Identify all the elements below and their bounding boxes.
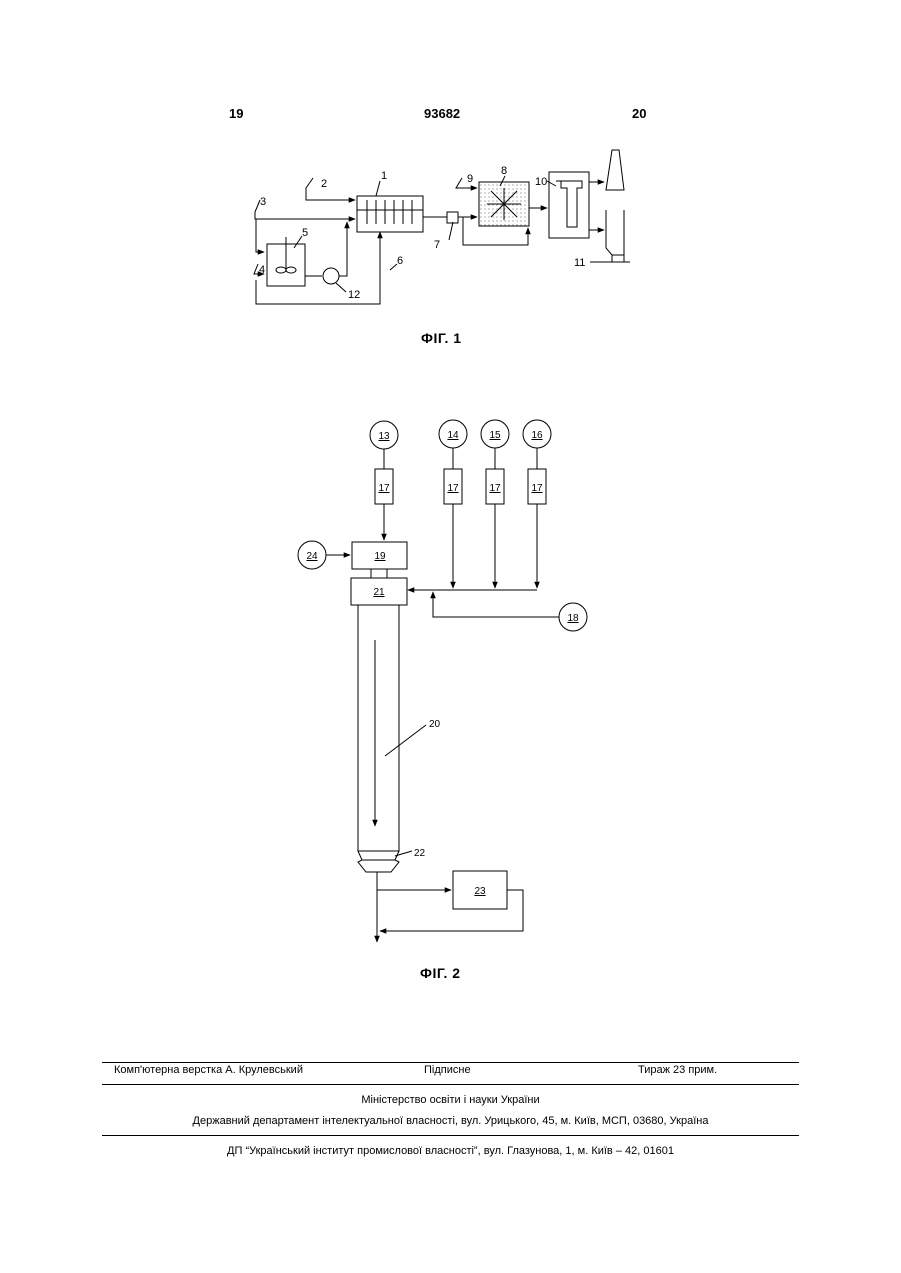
label-24: 24 [306, 551, 318, 562]
label-19: 19 [374, 551, 386, 562]
footer-rule-middle [102, 1084, 799, 1085]
label-23: 23 [474, 886, 486, 897]
footer-rule-top [102, 1062, 799, 1063]
nozzle-22 [358, 851, 399, 872]
label-17-c: 17 [489, 483, 501, 494]
footer-typesetter: Комп'ютерна верстка А. Крулевський [114, 1064, 303, 1076]
footer-department: Державний департамент інтелектуальної вл… [0, 1115, 901, 1127]
label-13: 13 [378, 431, 390, 442]
footer-circulation: Тираж 23 прим. [638, 1064, 717, 1076]
label-17-b: 17 [447, 483, 459, 494]
label-14: 14 [447, 430, 459, 441]
label-20: 20 [429, 719, 441, 730]
footer-signed: Підписне [424, 1064, 471, 1076]
label-21: 21 [373, 587, 385, 598]
footer-ministry: Міністерство освіти і науки України [0, 1094, 901, 1106]
footer-rule-bottom [102, 1135, 799, 1136]
label-22: 22 [414, 848, 426, 859]
label-16: 16 [531, 430, 543, 441]
footer-institute: ДП “Український інститут промислової вла… [0, 1145, 901, 1157]
label-17-d: 17 [531, 483, 543, 494]
label-15: 15 [489, 430, 501, 441]
label-17-a: 17 [378, 483, 390, 494]
figure-2-caption: ФІГ. 2 [420, 965, 461, 981]
label-18: 18 [567, 613, 579, 624]
figure-2-diagram: 13 14 15 16 17 17 17 17 24 19 21 18 23 2… [0, 0, 901, 1000]
column-20 [358, 605, 399, 851]
